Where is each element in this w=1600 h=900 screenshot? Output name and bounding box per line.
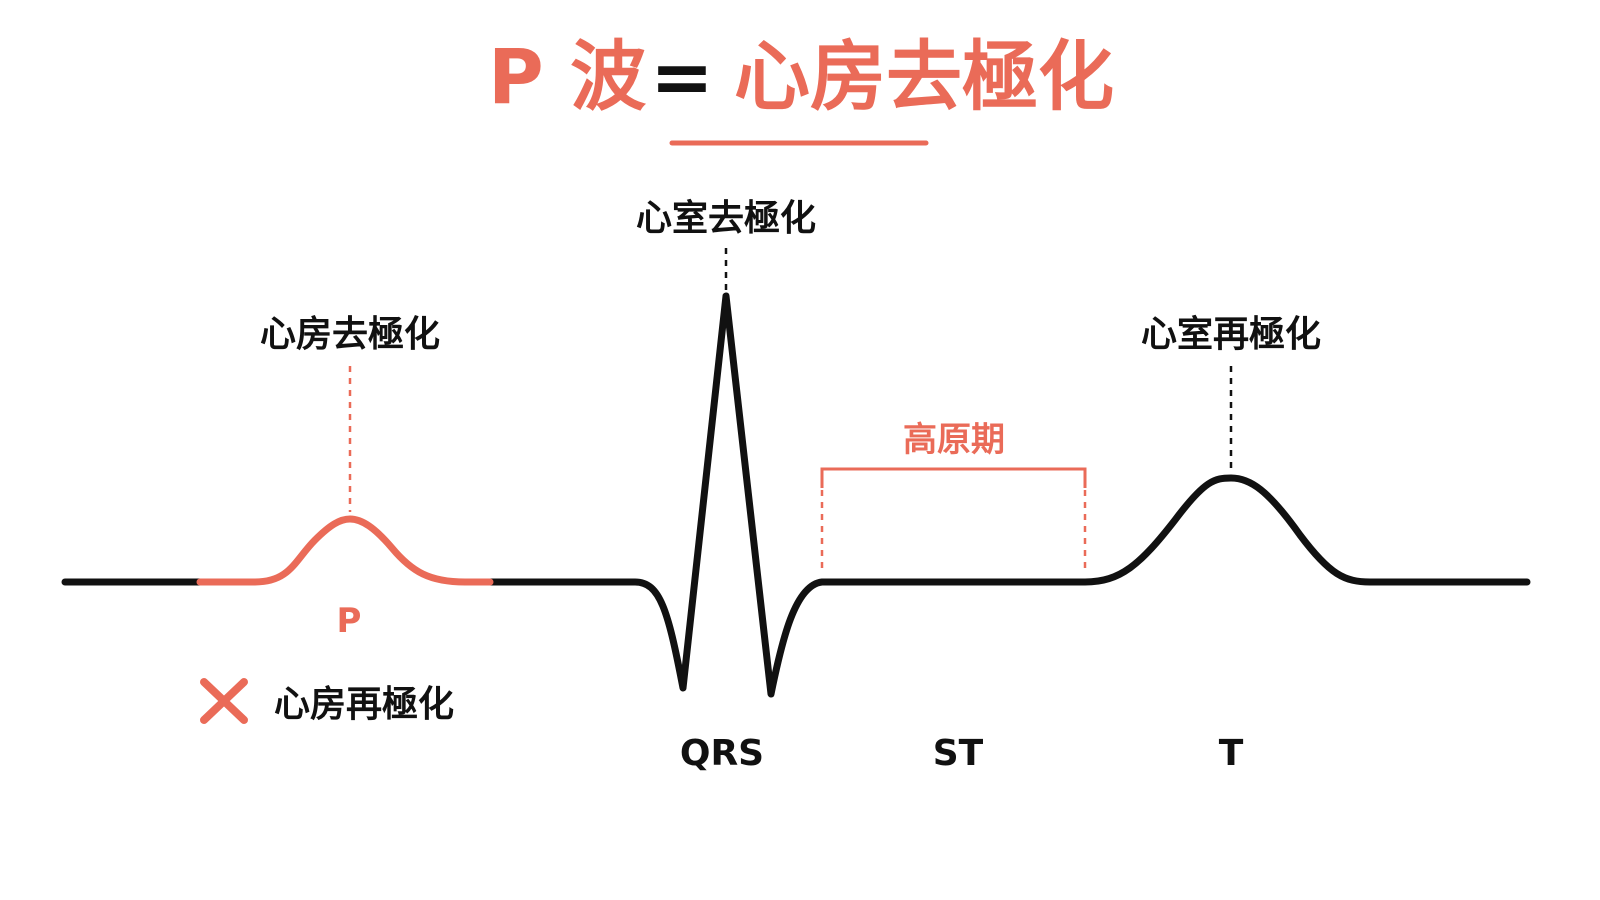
title-atrial-depolarization: 心房去極化 — [734, 32, 1114, 121]
cross-icon — [200, 678, 248, 724]
segment-label-st: ST — [933, 733, 984, 774]
title: P 波 = 心房去極化 — [488, 32, 1114, 121]
ventricular-depolarization-label: 心室去極化 — [636, 198, 816, 239]
atrial-depolarization-label: 心房去極化 — [260, 314, 440, 355]
ecg-trace — [61, 292, 1531, 698]
title-equals: = — [650, 32, 714, 121]
atrial-repolarization-note: 心房再極化 — [274, 684, 454, 725]
segment-label-p: P — [337, 601, 362, 641]
plateau-label: 高原期 — [903, 420, 1005, 460]
segment-label-qrs: QRS — [680, 733, 764, 774]
p-wave — [196, 515, 494, 586]
plateau-bracket — [820, 467, 1087, 488]
ventricular-repolarization-label: 心室再極化 — [1141, 314, 1321, 355]
segment-label-t: T — [1219, 733, 1244, 774]
title-p-wave: P 波 — [488, 32, 646, 121]
